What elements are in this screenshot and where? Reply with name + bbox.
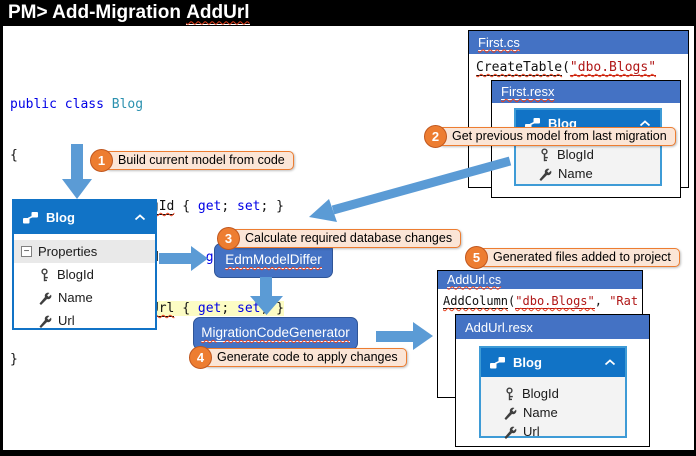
step-number: 1 (90, 149, 113, 172)
step-5-badge: 5 Generated files added to project (465, 246, 680, 269)
arrow-previous-model-to-differ (309, 156, 512, 222)
step-number: 4 (189, 346, 212, 369)
code-line: { (10, 148, 18, 163)
entity-header: Blog (14, 201, 155, 234)
wrench-icon (504, 426, 517, 439)
wrench-icon (504, 407, 517, 420)
step-2-badge: 2 Get previous model from last migration (424, 125, 676, 148)
step-label: Generated files added to project (479, 248, 680, 267)
wrench-icon (39, 315, 52, 328)
file-title: First.cs (478, 34, 520, 51)
entity-body: BlogId Name Url (481, 377, 625, 441)
step-number: 5 (465, 246, 488, 269)
arrow-code-to-model (62, 144, 92, 199)
key-icon (541, 147, 548, 161)
wrench-icon (539, 168, 552, 181)
entity-body: BlogId Name (516, 137, 660, 183)
code-line: } (10, 352, 18, 367)
collapse-minus-icon[interactable]: − (21, 246, 32, 257)
entity-header: Blog (481, 348, 625, 377)
file-title: First.resx (501, 84, 555, 100)
entity-row: Name (481, 403, 625, 422)
entity-box-addurl-model: Blog BlogId Name Url (479, 346, 627, 441)
step-1-badge: 1 Build current model from code (90, 149, 294, 172)
step-label: Build current model from code (104, 151, 294, 170)
entity-row: Name (516, 164, 660, 183)
file-code: CreateTable("dbo.Blogs" (476, 60, 657, 76)
chevron-up-icon[interactable] (134, 214, 146, 221)
entity-box-current-model: Blog − Properties BlogId Name Url (12, 199, 157, 330)
file-code: AddColumn("dbo.Blogs", "Rat (443, 294, 639, 309)
file-title: AddUrl.cs (447, 272, 502, 288)
properties-group-row: − Properties (14, 240, 155, 263)
step-number: 2 (424, 125, 447, 148)
node-edm-model-differ: EdmModelDiffer (214, 243, 333, 278)
step-3-badge: 3 Calculate required database changes (217, 227, 462, 250)
file-header: AddUrl.cs (438, 271, 642, 289)
command-prompt-text: PM> Add-Migration (8, 2, 187, 23)
step-label: Get previous model from last migration (438, 127, 676, 146)
file-title: AddUrl.resx (465, 319, 533, 335)
entity-row: Url (14, 309, 155, 332)
entity-row: BlogId (516, 145, 660, 164)
entity-row: BlogId (14, 263, 155, 286)
wrench-icon (39, 292, 52, 305)
entity-icon (23, 211, 38, 223)
file-header: First.cs (469, 31, 688, 54)
chevron-up-icon[interactable] (604, 359, 616, 366)
arrow-model-to-differ (159, 246, 208, 271)
entity-icon (525, 117, 540, 129)
arrow-generator-to-files (376, 322, 433, 350)
command-argument: AddUrl (186, 1, 250, 25)
step-number: 3 (217, 227, 240, 250)
file-header: First.resx (492, 81, 680, 103)
key-icon (41, 267, 48, 281)
entity-icon (490, 356, 505, 368)
code-line: public class Blog (10, 97, 144, 112)
entity-title: Blog (513, 355, 542, 370)
entity-title: Blog (46, 210, 75, 225)
entity-row: Name (14, 286, 155, 309)
chevron-up-icon[interactable] (639, 120, 651, 127)
step-label: Calculate required database changes (231, 229, 462, 248)
entity-row: Url (481, 422, 625, 441)
package-manager-command: PM> Add-Migration AddUrl (8, 0, 250, 26)
step-4-badge: 4 Generate code to apply changes (189, 346, 407, 369)
entity-row: BlogId (481, 384, 625, 403)
file-header: AddUrl.resx (456, 315, 649, 339)
step-label: Generate code to apply changes (203, 348, 407, 367)
arrow-differ-to-generator (250, 277, 283, 315)
key-icon (506, 386, 513, 400)
